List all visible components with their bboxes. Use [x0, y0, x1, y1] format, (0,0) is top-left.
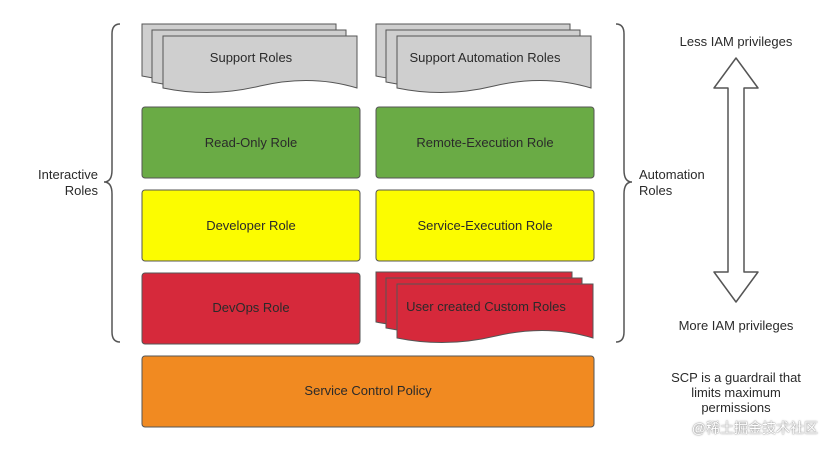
automation-roles-line2: Roles [639, 183, 673, 198]
service-execution-role-label: Service-Execution Role [417, 218, 553, 233]
remote-execution-role-box [375, 106, 595, 179]
support-roles-stack [141, 23, 358, 93]
support-automation-roles-label: Support Automation Roles [409, 49, 561, 65]
interactive-roles-line2: Roles [64, 183, 98, 198]
scp-note-line1: SCP is a guardrail that [671, 370, 801, 385]
service-execution-role-box [375, 189, 595, 262]
developer-role-label: Developer Role [206, 218, 296, 233]
devops-role-box [141, 272, 361, 345]
support-roles-label: Support Roles [209, 49, 293, 65]
scp-note: SCP is a guardrail that limits maximum p… [656, 370, 816, 415]
custom-roles-label: User created Custom Roles [406, 298, 566, 314]
watermark: @稀土掘金技术社区 [691, 420, 818, 436]
custom-roles-stack [375, 271, 594, 344]
scp-note-line2: limits maximum [691, 385, 781, 400]
remote-execution-role-label: Remote-Execution Role [416, 135, 554, 150]
developer-role-box [141, 189, 361, 262]
service-control-policy-label: Service Control Policy [304, 382, 432, 398]
service-control-policy-box [141, 355, 595, 428]
privileges-double-arrow [713, 57, 759, 303]
interactive-roles-brace [103, 23, 121, 343]
scp-note-line3: permissions [701, 400, 771, 415]
read-only-role-label: Read-Only Role [204, 135, 298, 150]
support-automation-roles-stack [375, 23, 592, 93]
automation-roles-brace [615, 23, 633, 343]
automation-roles-line1: Automation [639, 167, 705, 182]
automation-roles-label: Automation Roles [639, 167, 719, 199]
interactive-roles-label: Interactive Roles [38, 167, 98, 199]
more-iam-privileges-label: More IAM privileges [678, 317, 794, 333]
less-iam-privileges-label: Less IAM privileges [679, 33, 793, 49]
devops-role-label: DevOps Role [212, 299, 290, 315]
read-only-role-box [141, 106, 361, 179]
interactive-roles-line1: Interactive [38, 167, 98, 182]
